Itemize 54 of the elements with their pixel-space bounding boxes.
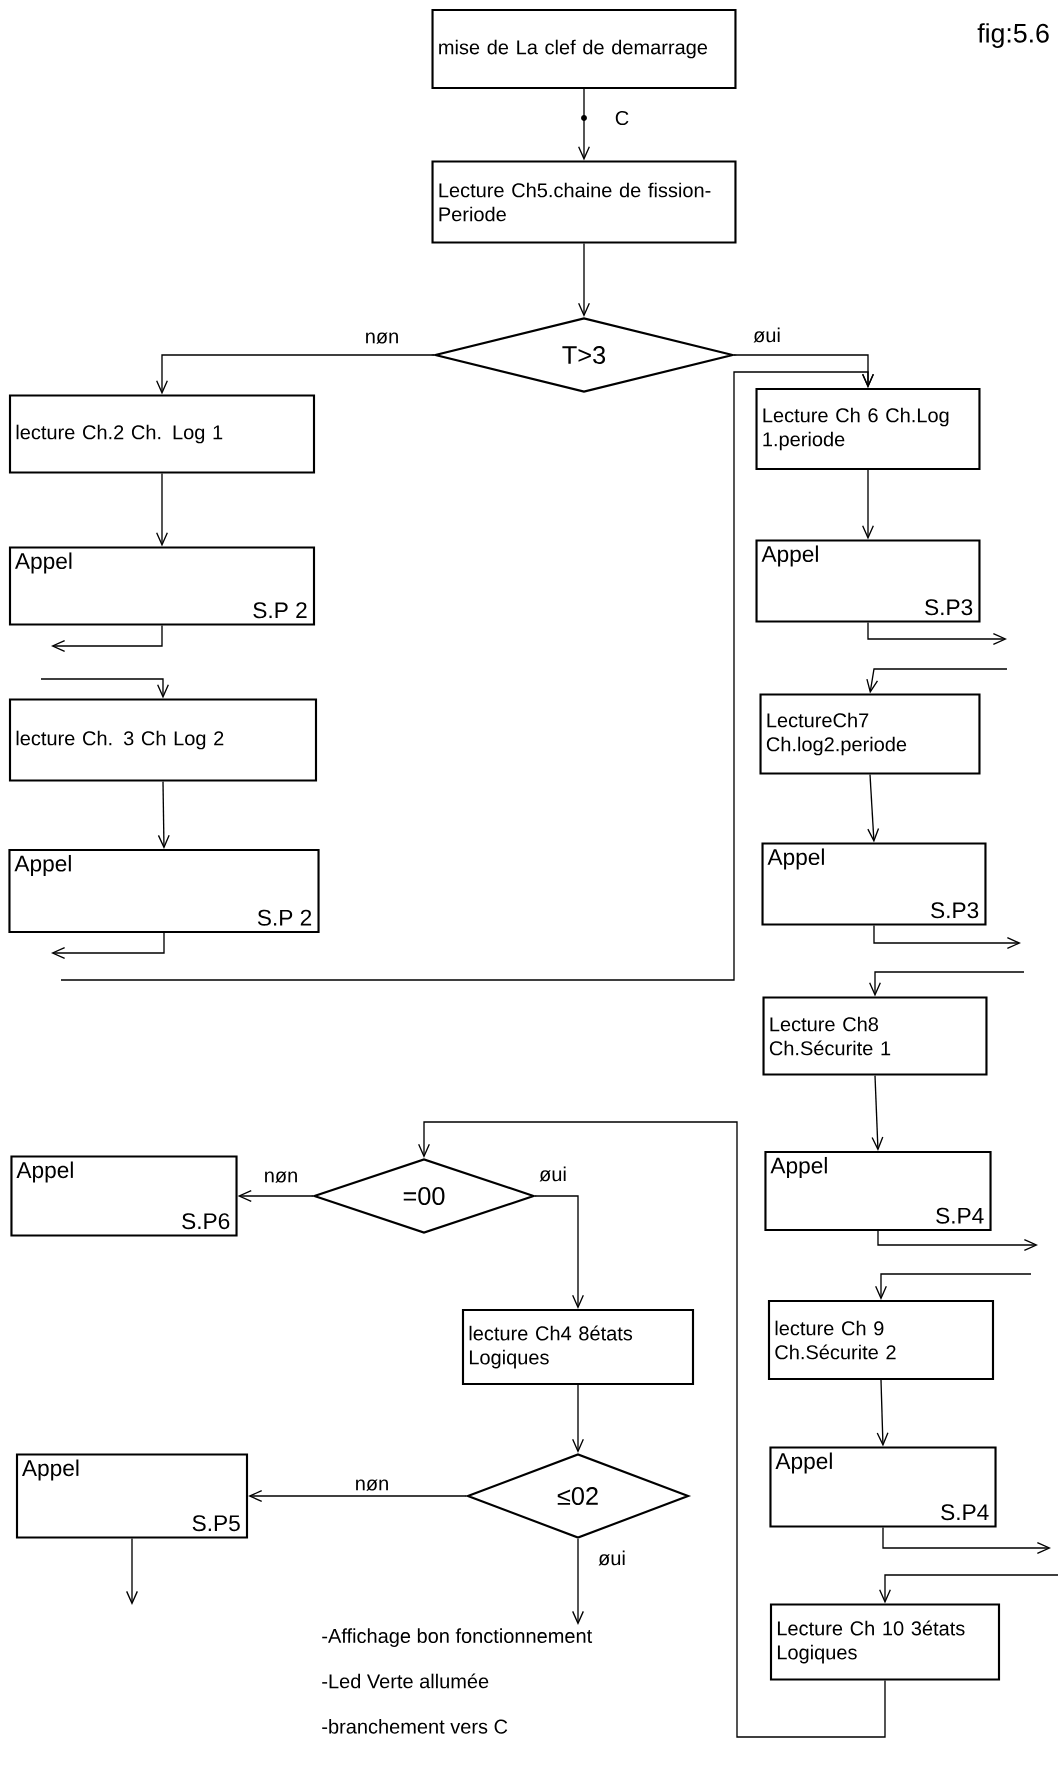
process-box: Appel S.P 2 [8, 848, 320, 934]
edge-label: øui [596, 1549, 628, 1567]
process-box: Appel S.P5 [15, 1453, 249, 1539]
figure-number: fig:5.6 [977, 23, 1049, 48]
process-box: Appel S.P6 [10, 1155, 238, 1237]
arrow [871, 1074, 884, 1151]
arrow [882, 1526, 1051, 1554]
process-box: lecture Ch 9 Ch.Sécurite 2 [767, 1299, 995, 1381]
arrow [867, 773, 880, 843]
arrow [157, 780, 170, 849]
process-box: Appel S.P3 [761, 842, 987, 926]
process-box: lecture Ch4 8états Logiques [461, 1308, 695, 1386]
arrow [578, 88, 590, 161]
arrow [572, 1384, 584, 1453]
arrow [60, 371, 874, 981]
process-box: Lecture Ch5.chaine de fission-Periode [431, 160, 737, 244]
note-text: -Affichage bon fonctionnement -Led Verte allumée -branchement vers C [322, 1628, 593, 1734]
arrow [248, 1490, 468, 1502]
arrow [866, 668, 1008, 694]
arrow [156, 472, 168, 547]
arrow [876, 1379, 889, 1447]
arrow [869, 971, 1025, 997]
arrow [534, 1195, 584, 1309]
arrow [156, 354, 435, 395]
edge-label: nøn [363, 331, 401, 345]
edge-label: nøn [353, 1478, 391, 1492]
arrow [862, 469, 874, 540]
process-box: Lecture Ch 10 3états Logiques [769, 1603, 1001, 1681]
arrow [877, 1230, 1038, 1251]
arrow [237, 1190, 314, 1202]
process-box: Appel S.P4 [764, 1150, 992, 1232]
process-box: LectureCh7 Ch.log2.periode [759, 693, 981, 775]
edge-label: nøn [262, 1170, 300, 1184]
process-box: Appel S.P 2 [8, 546, 316, 626]
process-box: lecture Ch.2 Ch. Log 1 [8, 394, 316, 474]
process-box: lecture Ch. 3 Ch Log 2 [8, 698, 318, 782]
edge-label: øui [537, 1165, 569, 1183]
arrow [40, 678, 169, 699]
process-box: Lecture Ch8 Ch.Sécurite 1 [762, 996, 988, 1076]
edge-label: øui [751, 326, 783, 344]
process-box: Appel S.P4 [769, 1446, 997, 1528]
arrow [126, 1537, 138, 1605]
arrow [51, 932, 165, 959]
arrow [879, 1574, 1059, 1604]
arrow [867, 621, 1007, 645]
arrow [418, 1121, 886, 1738]
arrow [578, 242, 590, 317]
process-box: Appel S.P3 [755, 539, 981, 623]
arrow [51, 624, 163, 652]
arrow [572, 1538, 584, 1625]
process-box: Lecture Ch 6 Ch.Log 1.periode [755, 387, 981, 471]
process-box: mise de La clef de demarrage [431, 8, 737, 90]
arrow [873, 924, 1021, 949]
arrow [875, 1273, 1032, 1300]
